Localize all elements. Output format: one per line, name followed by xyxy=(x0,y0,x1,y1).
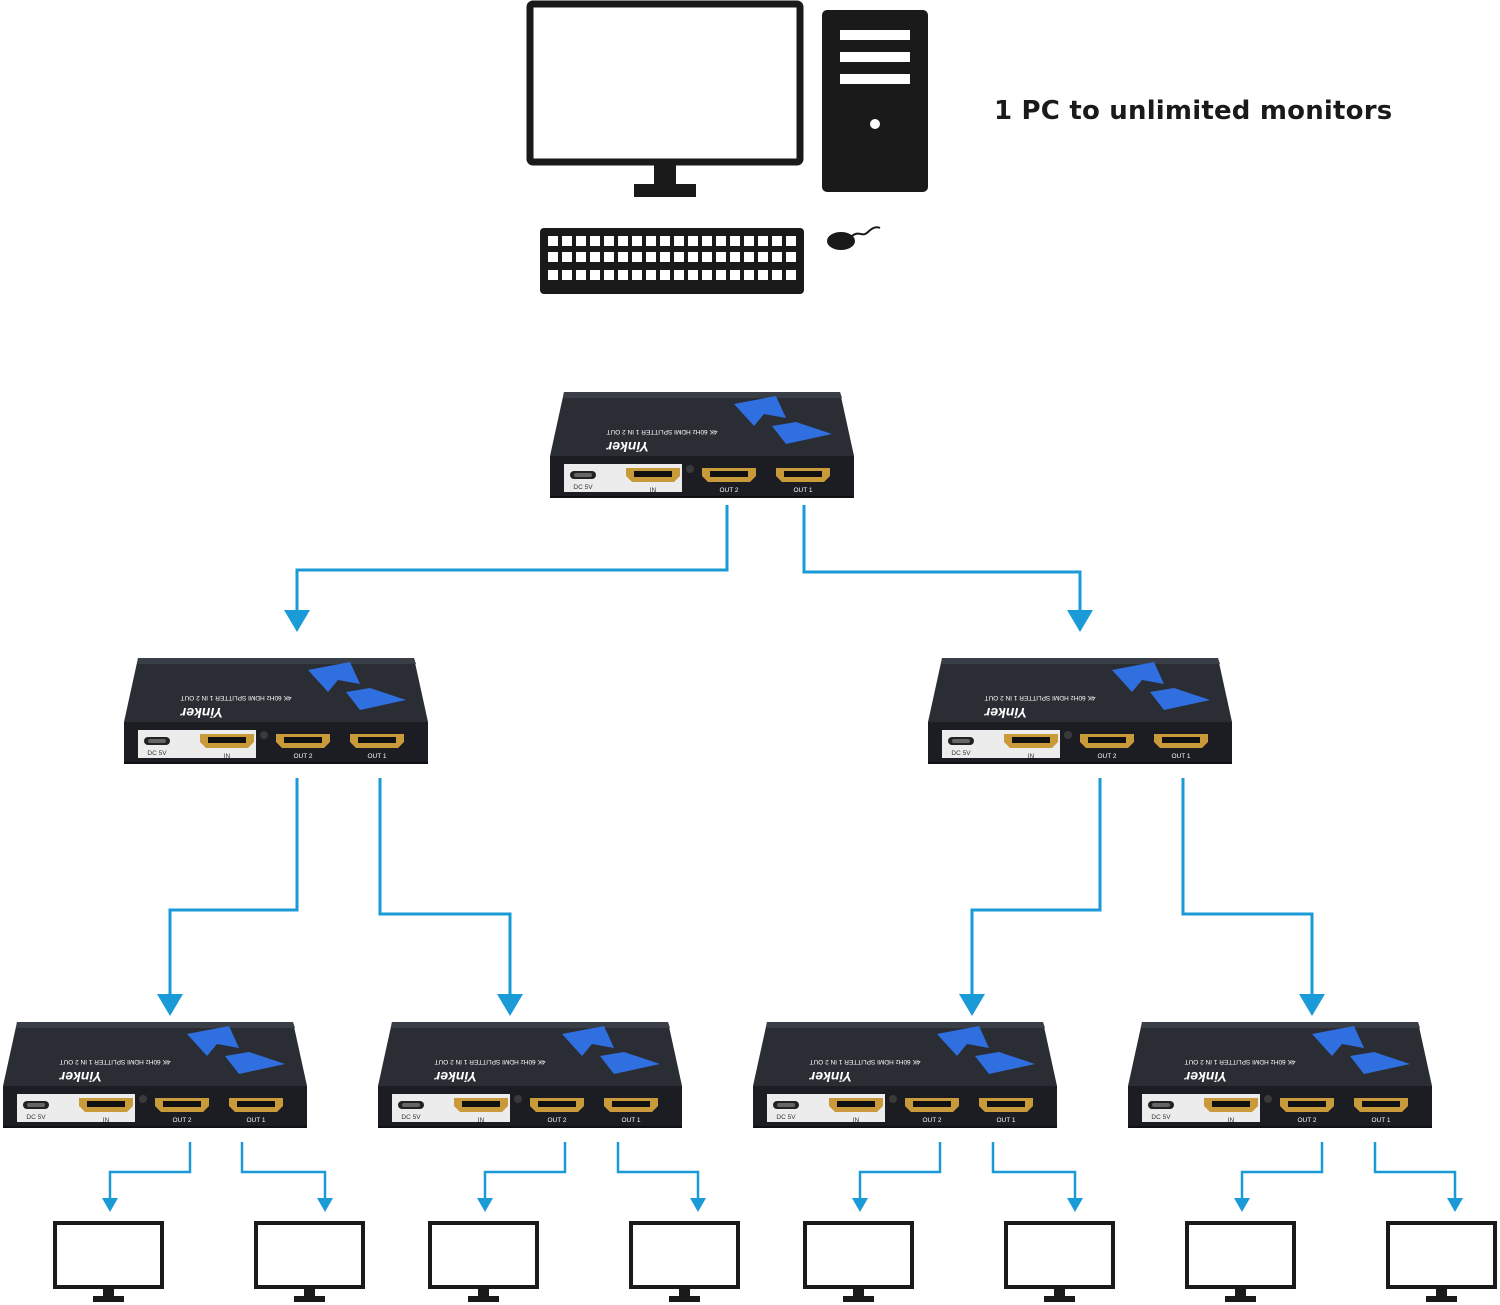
monitor-icon xyxy=(1004,1221,1115,1302)
splitter-model-label: 4K 60Hz HDMI SPLITTER 1 IN 2 OUT xyxy=(181,694,292,701)
splitter-brand-label: Yinker xyxy=(179,705,223,721)
hdmi-splitter-device: Yinker 4K 60Hz HDMI SPLITTER 1 IN 2 OUT DC… xyxy=(3,1022,307,1128)
port-label-dc: DC 5V xyxy=(573,484,593,491)
connection-arrow xyxy=(157,778,299,1016)
connection-arrow xyxy=(378,778,523,1016)
connection-arrow xyxy=(102,1142,192,1212)
hdmi-splitter-device: Yinker 4K 60Hz HDMI SPLITTER 1 IN 2 OUT DC… xyxy=(124,658,428,764)
port-label-in: IN xyxy=(224,753,231,760)
splitter-brand-label: Yinker xyxy=(433,1069,477,1085)
output-monitors xyxy=(53,1221,1497,1302)
connection-arrow xyxy=(959,778,1102,1016)
port-label-out-1: OUT 1 xyxy=(367,753,386,760)
port-label-out-1: OUT 1 xyxy=(621,1117,640,1124)
connection-arrow xyxy=(284,505,729,632)
yinker-logo-icon xyxy=(734,396,832,444)
connection-arrow xyxy=(1373,1142,1463,1212)
monitor-icon xyxy=(629,1221,740,1302)
monitor-icon xyxy=(1185,1221,1296,1302)
port-label-dc: DC 5V xyxy=(776,1114,796,1121)
splitter-model-label: 4K 60Hz HDMI SPLITTER 1 IN 2 OUT xyxy=(60,1058,171,1065)
hdmi-splitter-device: Yinker 4K 60Hz HDMI SPLITTER 1 IN 2 OUT DC… xyxy=(550,392,854,498)
connection-arrow xyxy=(616,1142,706,1212)
port-label-out-2: OUT 2 xyxy=(1097,753,1116,760)
yinker-logo-icon xyxy=(308,662,406,710)
splitter-brand-label: Yinker xyxy=(983,705,1027,721)
splitter-model-label: 4K 60Hz HDMI SPLITTER 1 IN 2 OUT xyxy=(810,1058,921,1065)
port-label-out-1: OUT 1 xyxy=(996,1117,1015,1124)
monitor-icon xyxy=(428,1221,539,1302)
port-label-in: IN xyxy=(650,487,657,494)
splitter-model-label: 4K 60Hz HDMI SPLITTER 1 IN 2 OUT xyxy=(1185,1058,1296,1065)
splitter-model-label: 4K 60Hz HDMI SPLITTER 1 IN 2 OUT xyxy=(607,428,718,435)
monitor-icon xyxy=(1386,1221,1497,1302)
yinker-logo-icon xyxy=(937,1026,1035,1074)
port-label-out-1: OUT 1 xyxy=(246,1117,265,1124)
port-label-in: IN xyxy=(853,1117,860,1124)
splitter-model-label: 4K 60Hz HDMI SPLITTER 1 IN 2 OUT xyxy=(435,1058,546,1065)
port-label-dc: DC 5V xyxy=(951,750,971,757)
yinker-logo-icon xyxy=(1112,662,1210,710)
monitor-icon xyxy=(526,0,804,197)
port-label-dc: DC 5V xyxy=(401,1114,421,1121)
mouse-icon xyxy=(827,226,881,250)
port-label-in: IN xyxy=(478,1117,485,1124)
port-label-out-1: OUT 1 xyxy=(1371,1117,1390,1124)
pc-setup xyxy=(526,0,928,294)
yinker-logo-icon xyxy=(187,1026,285,1074)
monitor-icon xyxy=(254,1221,365,1302)
pc-tower-icon xyxy=(822,10,928,192)
yinker-logo-icon xyxy=(1312,1026,1410,1074)
splitter-model-label: 4K 60Hz HDMI SPLITTER 1 IN 2 OUT xyxy=(985,694,1096,701)
monitor-icon xyxy=(53,1221,164,1302)
hdmi-splitter-device: Yinker 4K 60Hz HDMI SPLITTER 1 IN 2 OUT DC… xyxy=(378,1022,682,1128)
splitter-brand-label: Yinker xyxy=(1183,1069,1227,1085)
port-label-dc: DC 5V xyxy=(26,1114,46,1121)
port-label-dc: DC 5V xyxy=(1151,1114,1171,1121)
connection-arrows xyxy=(102,505,1463,1212)
splitter-brand-label: Yinker xyxy=(808,1069,852,1085)
monitor-icon xyxy=(803,1221,914,1302)
port-label-out-2: OUT 2 xyxy=(922,1117,941,1124)
connection-arrow xyxy=(991,1142,1083,1212)
port-label-in: IN xyxy=(1228,1117,1235,1124)
connection-arrow xyxy=(477,1142,567,1212)
connection-arrow xyxy=(1181,778,1325,1016)
splitter-brand-label: Yinker xyxy=(605,439,649,455)
port-label-dc: DC 5V xyxy=(147,750,167,757)
hdmi-splitter-device: Yinker 4K 60Hz HDMI SPLITTER 1 IN 2 OUT DC… xyxy=(928,658,1232,764)
port-label-out-2: OUT 2 xyxy=(293,753,312,760)
yinker-logo-icon xyxy=(562,1026,660,1074)
connection-arrow xyxy=(802,505,1093,632)
diagram-caption: 1 PC to unlimited monitors xyxy=(994,96,1393,126)
port-label-in: IN xyxy=(103,1117,110,1124)
connection-arrow xyxy=(1234,1142,1324,1212)
port-label-out-1: OUT 1 xyxy=(1171,753,1190,760)
connection-arrow xyxy=(240,1142,333,1212)
hdmi-splitter-device: Yinker 4K 60Hz HDMI SPLITTER 1 IN 2 OUT DC… xyxy=(1128,1022,1432,1128)
splitter-brand-label: Yinker xyxy=(58,1069,102,1085)
connection-arrow xyxy=(852,1142,942,1212)
hdmi-splitter-device: Yinker 4K 60Hz HDMI SPLITTER 1 IN 2 OUT DC… xyxy=(753,1022,1057,1128)
port-label-in: IN xyxy=(1028,753,1035,760)
splitter-devices: Yinker 4K 60Hz HDMI SPLITTER 1 IN 2 OUT DC… xyxy=(3,392,1432,1128)
port-label-out-2: OUT 2 xyxy=(172,1117,191,1124)
keyboard-icon xyxy=(540,228,804,294)
port-label-out-1: OUT 1 xyxy=(793,487,812,494)
port-label-out-2: OUT 2 xyxy=(719,487,738,494)
port-label-out-2: OUT 2 xyxy=(547,1117,566,1124)
port-label-out-2: OUT 2 xyxy=(1297,1117,1316,1124)
